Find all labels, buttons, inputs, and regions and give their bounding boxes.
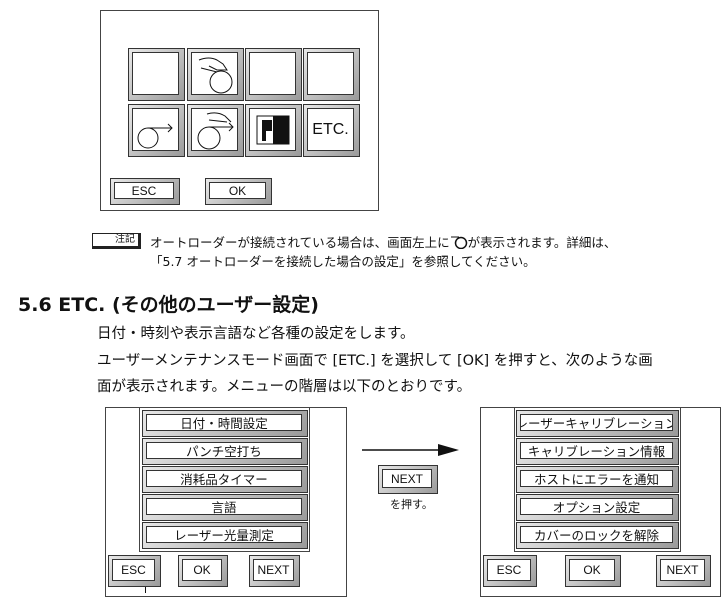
menu-item-consumable-timer[interactable]: 消耗品タイマー (142, 466, 308, 493)
connector-line (145, 587, 146, 593)
autoloader-icon (450, 236, 467, 250)
menu-item-date-time[interactable]: 日付・時間設定 (142, 410, 308, 437)
menu-item-punch[interactable]: パンチ空打ち (142, 438, 308, 465)
esc-button-2[interactable]: ESC (483, 555, 537, 587)
ok-button[interactable]: OK (205, 178, 272, 205)
paragraph-3: 面が表示されます。メニューの階層は以下のとおりです。 (97, 379, 472, 395)
next-button-2[interactable]: NEXT (656, 555, 711, 587)
press-caption: を押す。 (390, 498, 433, 511)
arrow-icon (362, 444, 459, 456)
icon-button-roller-arrow[interactable] (128, 104, 185, 157)
menu-item-option-settings[interactable]: オプション設定 (516, 494, 679, 521)
menu-frame-1 (139, 407, 310, 552)
icon-button-hand-roller[interactable] (187, 48, 244, 101)
menu-item-language[interactable]: 言語 (142, 494, 308, 521)
hand-roller-arrow-icon (197, 111, 234, 149)
menu-item-host-error[interactable]: ホストにエラーを通知 (516, 466, 679, 493)
icon-button-3[interactable] (245, 48, 302, 101)
roller-arrow-icon (137, 123, 173, 148)
next-button-1[interactable]: NEXT (249, 555, 300, 587)
menu-item-laser-power[interactable]: レーザー光量測定 (142, 522, 308, 549)
esc-button[interactable]: ESC (110, 178, 180, 205)
menu-item-laser-calibration[interactable]: レーザーキャリブレーション (516, 410, 679, 437)
paragraph-2: ユーザーメンテナンスモード画面で [ETC.] を選択して [OK] を押すと、… (97, 353, 653, 369)
menu-item-unlock-cover[interactable]: カバーのロックを解除 (516, 522, 679, 549)
note-line-2: 「5.7 オートローダーを接続した場合の設定」を参照してください。 (150, 254, 536, 269)
ok-button-1[interactable]: OK (178, 555, 228, 587)
esc-button-1[interactable]: ESC (108, 555, 161, 587)
icon-button-hand-roller-arrow[interactable] (187, 104, 244, 157)
etc-button[interactable]: ETC. (303, 104, 360, 157)
ok-button-2[interactable]: OK (565, 555, 621, 587)
next-button-example: NEXT (378, 465, 438, 494)
hand-roller-icon (198, 57, 232, 93)
note-text-a: オートローダーが接続されている場合は、画面左上に (150, 235, 450, 250)
note-line-1: オートローダーが接続されている場合は、画面左上に が表示されます。詳細は、 (150, 232, 616, 251)
note-text-b: が表示されます。詳細は、 (467, 235, 617, 250)
note-badge: 注記 (92, 233, 141, 249)
icon-button-1[interactable] (128, 48, 185, 101)
icon-button-4[interactable] (303, 48, 360, 101)
icon-button-print-density[interactable] (245, 104, 302, 157)
section-heading: 5.6 ETC. (その他のユーザー設定) (18, 294, 319, 316)
menu-frame-2 (514, 407, 681, 552)
paragraph-1: 日付・時刻や表示言語など各種の設定をします。 (97, 326, 415, 342)
menu-item-calibration-info[interactable]: キャリブレーション情報 (516, 438, 679, 465)
print-density-icon (256, 115, 289, 144)
